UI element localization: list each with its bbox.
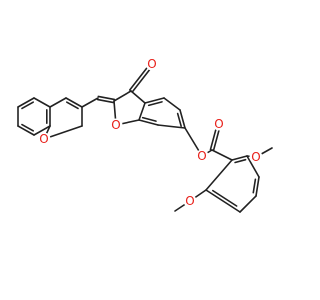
bond <box>21 101 34 110</box>
bond <box>81 97 99 108</box>
molecule-structure-diagram: O O O O O O O <box>17 57 273 213</box>
bond <box>33 97 51 108</box>
atom-label-methoxy-oxygen-upper: O <box>249 150 263 164</box>
bond <box>234 158 247 164</box>
bond <box>96 98 115 104</box>
atom-label-chromene-oxygen: O <box>37 132 51 146</box>
carbonyl-oxygen-label: O <box>147 57 156 71</box>
bond <box>33 125 51 136</box>
chromene-oxygen-label: O <box>39 132 48 146</box>
bond <box>255 176 260 197</box>
bond-lines <box>17 62 273 213</box>
atom-label-methoxy-oxygen-lower: O <box>183 194 197 208</box>
atom-label-ester-carbonyl-oxygen: O <box>212 117 226 131</box>
bond <box>246 155 260 178</box>
atom-labels: O O O O O O O <box>37 57 263 208</box>
bond <box>212 189 238 207</box>
bond <box>205 159 233 191</box>
bond <box>49 97 67 108</box>
bond <box>138 102 146 121</box>
bond <box>66 101 79 110</box>
bond <box>252 178 257 194</box>
bond <box>144 97 165 104</box>
bond <box>17 97 35 108</box>
atom-label-ester-ether-oxygen: O <box>195 149 209 163</box>
methoxy-oxygen-lower-label: O <box>185 194 194 208</box>
bond <box>17 125 35 136</box>
bond <box>97 95 116 101</box>
methoxy-oxygen-upper-label: O <box>251 150 260 164</box>
bond <box>179 109 186 129</box>
atom-label-furan-oxygen: O <box>109 118 123 132</box>
bond <box>176 112 182 127</box>
ester-carbonyl-oxygen-label: O <box>214 117 223 131</box>
bond <box>157 124 186 129</box>
bond <box>141 116 157 122</box>
bond <box>21 123 34 132</box>
bond <box>113 90 132 102</box>
ester-ether-oxygen-label: O <box>197 149 206 163</box>
bond <box>138 119 159 126</box>
bond <box>130 90 146 104</box>
bond <box>43 125 83 140</box>
bond <box>163 97 181 111</box>
bond <box>231 155 248 161</box>
bond <box>211 149 233 161</box>
atom-label-carbonyl-oxygen: O <box>145 57 159 71</box>
bond <box>205 189 241 213</box>
bond <box>239 195 257 213</box>
furan-oxygen-label: O <box>111 118 120 132</box>
bond <box>147 101 163 107</box>
bond <box>65 97 83 108</box>
